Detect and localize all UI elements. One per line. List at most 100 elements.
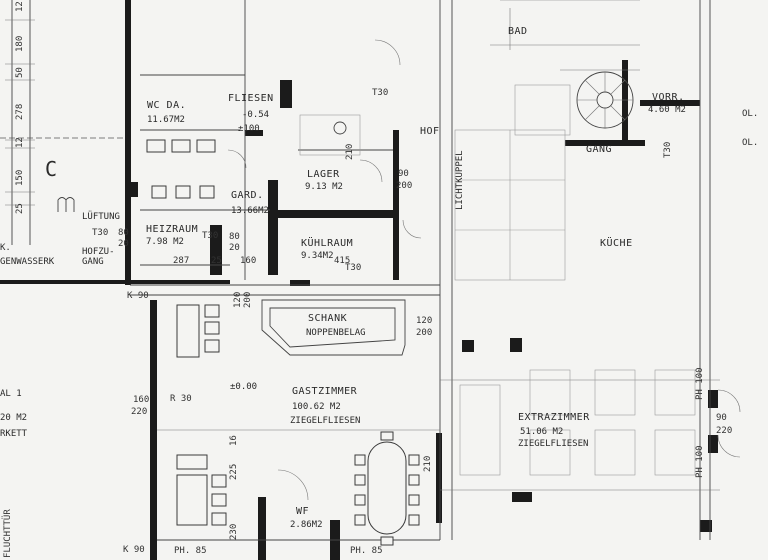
fliesen-level: -0.54: [242, 110, 269, 120]
door-mark-1: T30: [92, 228, 108, 238]
dim-415: 415: [334, 256, 350, 266]
abwasser-label: GENWASSERK: [0, 257, 55, 267]
gard-area: 13.66M2: [231, 206, 269, 216]
dim-80a: 80: [118, 228, 129, 238]
gastzimmer-floor: ZIEGELFLIESEN: [290, 416, 360, 426]
ph85-right: PH. 85: [350, 546, 383, 556]
dim-20a: 20: [118, 239, 129, 249]
dim-230: 230: [229, 524, 239, 540]
door-marks: T30 T30 T30 T30 T30: [92, 88, 673, 273]
door-swings: [227, 39, 741, 501]
dim-120: 120: [233, 292, 243, 308]
hof-label: HOF: [420, 126, 440, 137]
dim-left-3: 278: [15, 104, 25, 120]
dim-25: 25: [211, 256, 222, 266]
door-mark-2: T30: [202, 231, 218, 241]
dim-left-5: 150: [15, 170, 25, 186]
sanitary-fixtures: [146, 121, 347, 199]
kuehlraum-label: KÜHLRAUM: [301, 236, 353, 249]
ph85-left: PH. 85: [174, 546, 207, 556]
dim-200: 200: [396, 181, 412, 191]
extrazimmer-floor: ZIEGELFLIESEN: [518, 439, 588, 449]
skylight-grid: [299, 84, 571, 281]
dim-80b: 80: [229, 232, 240, 242]
door-mark-4: T30: [663, 142, 673, 158]
left-room-line-3: RKETT: [0, 429, 28, 439]
spiral-staircase: [576, 71, 634, 129]
oval-table: [354, 431, 420, 546]
gang-label: GANG: [586, 144, 612, 155]
dim-left-2: 50: [15, 67, 25, 78]
dim-16: 16: [229, 435, 239, 446]
schank-label: SCHANK: [308, 313, 347, 324]
dim-90b: 90: [716, 413, 727, 423]
gard-label: GARD.: [231, 190, 264, 201]
hofzugang-label-2: GANG: [82, 257, 104, 267]
dim-220: 220: [131, 407, 147, 417]
wc-label: WC DA.: [147, 100, 186, 111]
dim-left-1: 180: [15, 36, 25, 52]
left-room-line-2: 20 M2: [0, 413, 27, 423]
k90-top: K 90: [127, 291, 149, 301]
lueftung-label: LÜFTUNG: [82, 211, 120, 222]
dim-210b: 210: [423, 456, 433, 472]
interior-lines: [130, 0, 720, 541]
dim-left-6: 25: [15, 203, 25, 214]
schank-floor: NOPPENBELAG: [306, 328, 366, 338]
dimension-numbers: 80 20 80 20 210 90 200 25 287 160 415 12…: [118, 144, 732, 540]
vorr-area: 4.60 M2: [648, 105, 686, 115]
vorr-label: VORR.: [652, 92, 685, 103]
ceiling-mark: C: [45, 157, 57, 181]
k90-bottom: K 90: [123, 545, 145, 555]
extrazimmer-area: 51.06 M2: [520, 427, 563, 437]
heizraum-area: 7.98 M2: [146, 237, 184, 247]
dim-left-0: 12: [15, 1, 25, 12]
dim-160b: 160: [133, 395, 149, 405]
wf-area: 2.86M2: [290, 520, 323, 530]
gastzimmer-level: ±0.00: [230, 382, 257, 392]
dim-200c: 200: [416, 328, 432, 338]
left-room-line-1: AL 1: [0, 389, 22, 399]
dim-220b: 220: [716, 426, 732, 436]
bar-counter: [261, 299, 406, 356]
booth-seating: [176, 304, 227, 526]
gastzimmer-label: GASTZIMMER: [292, 386, 358, 397]
ph100-lower: PH 100: [695, 445, 705, 478]
ph100-upper: PH 100: [695, 367, 705, 400]
left-dimension-strip: 12 180 50 278 12 150 25 C: [0, 0, 125, 245]
door-mark-0: T30: [372, 88, 388, 98]
dim-160: 160: [240, 256, 256, 266]
misc-marks: K 90 K 90 R 30 OL. OL. PH. 85 PH. 85 PH …: [0, 109, 758, 558]
ol-mark-2: OL.: [742, 138, 758, 148]
kueche-label: KÜCHE: [600, 236, 633, 249]
dim-225: 225: [229, 464, 239, 480]
kuehlraum-area: 9.34M2: [301, 251, 334, 261]
bad-label: BAD: [508, 26, 528, 37]
wc-area: 11.67M2: [147, 115, 185, 125]
fluchttur-label: FLUCHTTÜR: [2, 509, 13, 558]
hofzugang-label-1: HOFZU-: [82, 247, 115, 257]
lichtkuppel-label: LICHTKUPPEL: [455, 150, 465, 210]
lager-area: 9.13 M2: [305, 182, 343, 192]
door-mark-3: T30: [345, 263, 361, 273]
dim-287: 287: [173, 256, 189, 266]
stair-symbol-icon: [57, 197, 75, 212]
k-mark: K.: [0, 243, 11, 253]
dim-210: 210: [345, 144, 355, 160]
ol-mark-1: OL.: [742, 109, 758, 119]
dim-200b: 200: [243, 292, 253, 308]
fliesen-label: FLIESEN: [228, 93, 274, 104]
r30-mark: R 30: [170, 394, 192, 404]
lager-label: LAGER: [307, 169, 340, 180]
extra-room-bays: [459, 369, 696, 476]
room-labels: BAD WC DA. 11.67M2 FLIESEN -0.54 ±100 HO…: [0, 26, 686, 530]
heizraum-label: HEIZRAUM: [146, 224, 198, 235]
dim-120b: 120: [416, 316, 432, 326]
dim-left-4: 12: [15, 137, 25, 148]
gastzimmer-area: 100.62 M2: [292, 402, 341, 412]
extrazimmer-label: EXTRAZIMMER: [518, 412, 590, 423]
dim-20b: 20: [229, 243, 240, 253]
dim-90: 90: [398, 169, 409, 179]
wf-label: WF: [296, 506, 309, 517]
